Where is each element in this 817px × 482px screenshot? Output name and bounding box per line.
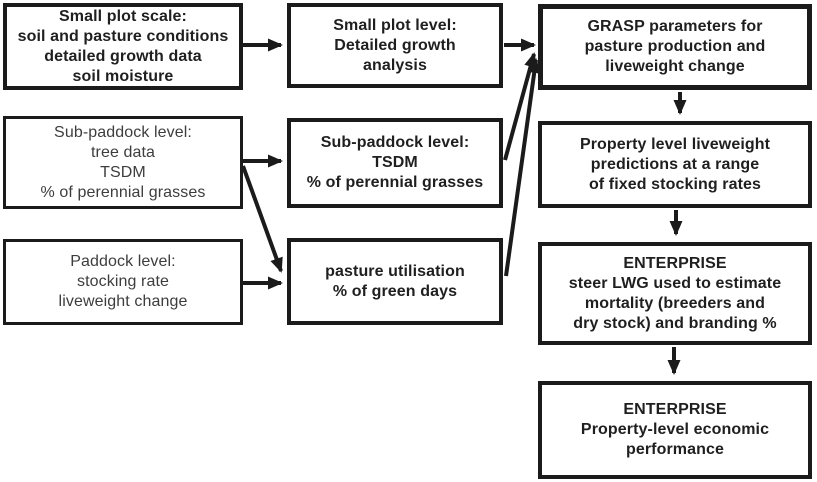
node-line: liveweight change bbox=[58, 293, 188, 310]
node-line: Small plot level: bbox=[333, 16, 457, 34]
node-line: Small plot scale: bbox=[59, 7, 187, 25]
node-line: % of perennial grasses bbox=[40, 183, 206, 201]
node-enterprise-economic: ENTERPRISE Property-level economic perfo… bbox=[538, 381, 812, 479]
arrow-sub-paddock-data-to-pasture-utilisation bbox=[241, 165, 283, 273]
node-title: ENTERPRISE bbox=[623, 401, 727, 418]
node-line: predictions at a range bbox=[590, 155, 760, 173]
node-small-plot-level: Small plot level: Detailed growth analys… bbox=[287, 3, 503, 88]
arrow-pasture-utilisation-to-grasp bbox=[504, 58, 541, 277]
node-line: GRASP parameters for bbox=[587, 18, 763, 35]
node-line: analysis bbox=[363, 56, 427, 74]
node-line: Property-level economic bbox=[580, 421, 770, 438]
node-line: of fixed stocking rates bbox=[588, 175, 762, 193]
node-sub-paddock-tsdm: Sub-paddock level: TSDM % of perennial g… bbox=[287, 118, 503, 208]
node-line: detailed growth data bbox=[44, 47, 202, 65]
node-sub-paddock-data: Sub-paddock level: tree data TSDM % of p… bbox=[3, 116, 243, 209]
node-line: steer LWG used to estimate bbox=[568, 274, 782, 292]
node-title: ENTERPRISE bbox=[623, 254, 727, 272]
node-line: pasture utilisation bbox=[325, 262, 465, 280]
node-line: % of green days bbox=[332, 282, 458, 300]
node-small-plot-scale: Small plot scale: soil and pasture condi… bbox=[3, 3, 243, 90]
node-line: Paddock level: bbox=[70, 253, 176, 270]
node-line: Detailed growth bbox=[334, 36, 456, 54]
node-property-liveweight: Property level liveweight predictions at… bbox=[538, 121, 812, 208]
node-enterprise-mortality: ENTERPRISE steer LWG used to estimate mo… bbox=[538, 242, 812, 345]
node-line: stocking rate bbox=[76, 273, 169, 290]
node-line: Sub-paddock level: bbox=[54, 123, 192, 141]
node-line: mortality (breeders and bbox=[584, 294, 766, 312]
node-line: TSDM bbox=[100, 163, 146, 181]
node-paddock-level: Paddock level: stocking rate liveweight … bbox=[3, 239, 243, 325]
node-line: tree data bbox=[90, 143, 156, 161]
node-line: performance bbox=[625, 441, 725, 458]
node-line: soil and pasture conditions bbox=[17, 27, 229, 45]
node-line: Property level liveweight bbox=[579, 135, 771, 153]
node-grasp-parameters: GRASP parameters for pasture production … bbox=[538, 4, 812, 90]
node-line: TSDM bbox=[372, 154, 418, 171]
node-line: dry stock) and branding % bbox=[573, 314, 777, 332]
node-line: Sub-paddock level: bbox=[320, 134, 470, 151]
node-pasture-utilisation: pasture utilisation % of green days bbox=[287, 238, 503, 325]
node-line: % of perennial grasses bbox=[306, 174, 484, 191]
node-line: pasture production and bbox=[584, 38, 766, 55]
node-line: soil moisture bbox=[72, 67, 174, 85]
node-line: liveweight change bbox=[605, 58, 745, 75]
